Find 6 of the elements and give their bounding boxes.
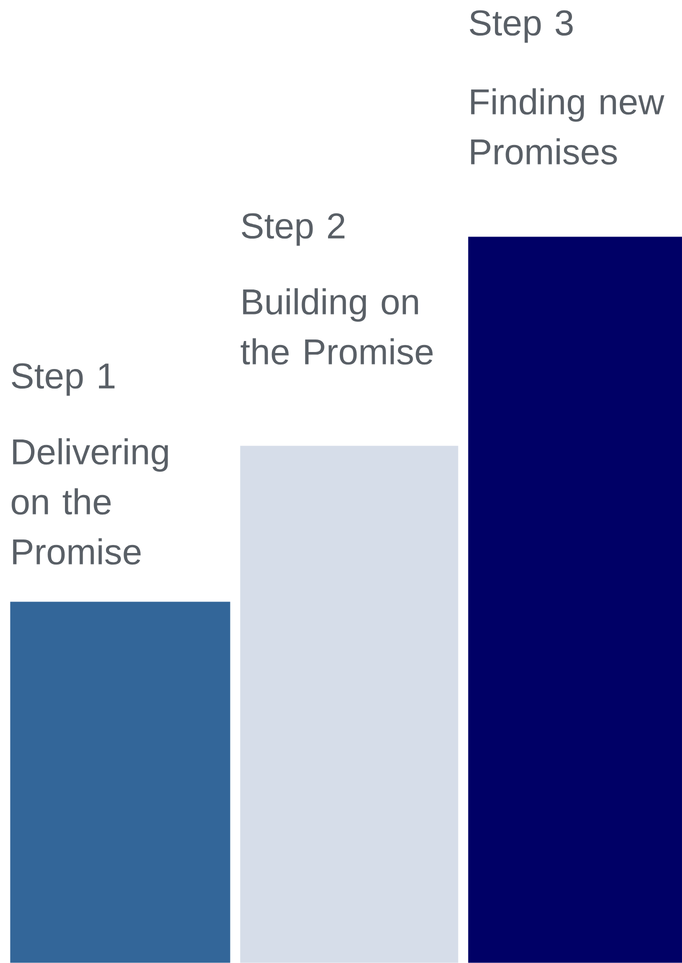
step-label: Step 2 xyxy=(242,213,344,246)
step-label: Step 3 xyxy=(470,10,573,43)
description-text: Finding new Promises xyxy=(471,88,664,165)
description-text: Delivering on the Promise xyxy=(12,438,168,565)
step-label: Step 1 xyxy=(12,363,114,396)
description-text: Building on the Promise xyxy=(240,288,433,365)
